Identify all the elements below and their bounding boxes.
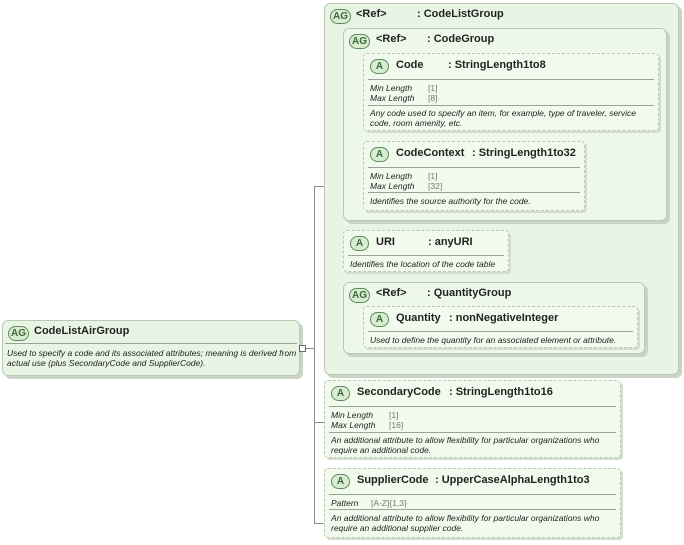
divider <box>329 509 616 510</box>
attribute-icon: A <box>331 474 350 489</box>
divider <box>329 406 616 407</box>
attribute-group-icon: AG <box>330 9 351 24</box>
facet-label: Max Length <box>370 93 415 103</box>
code-context-attribute-box[interactable]: A CodeContext : StringLength1to32 Min Le… <box>363 141 585 211</box>
secondary-code-attribute-box[interactable]: A SecondaryCode : StringLength1to16 Min … <box>324 380 621 458</box>
connector-to-secondarycode <box>314 422 324 423</box>
facet-label: Max Length <box>331 420 376 430</box>
facet-label: Min Length <box>370 83 413 93</box>
attribute-type: : StringLength1to8 <box>448 59 546 71</box>
attribute-description: Identifies the source authority for the … <box>370 196 531 206</box>
attribute-type: : nonNegativeInteger <box>449 312 559 324</box>
facet-value: [32] <box>428 181 443 191</box>
attribute-description: Used to define the quantity for an assoc… <box>370 335 617 345</box>
sequence-connector[interactable] <box>299 345 306 352</box>
facet-label: Max Length <box>370 181 415 191</box>
attribute-description: Identifies the location of the code tabl… <box>350 259 496 269</box>
root-name: CodeListAirGroup <box>34 325 130 337</box>
divider <box>368 105 654 106</box>
facet-label: Min Length <box>370 171 413 181</box>
facet-value: [1] <box>428 171 438 181</box>
facet-label: Pattern <box>331 498 359 508</box>
connector-root-h <box>300 348 314 349</box>
facet-value: [1] <box>428 83 438 93</box>
attribute-icon: A <box>350 236 369 251</box>
attribute-name: SupplierCode <box>357 474 429 486</box>
group-name: : CodeListGroup <box>417 8 504 20</box>
attribute-name: Quantity <box>396 312 441 324</box>
code-list-air-group-box[interactable]: AG CodeListAirGroup Used to specify a co… <box>2 320 300 376</box>
attribute-name: URI <box>376 236 395 248</box>
facet-value: [8] <box>428 93 438 103</box>
root-description: Used to specify a code and its associate… <box>7 348 297 368</box>
attribute-group-icon: AG <box>349 288 370 303</box>
divider <box>348 255 504 256</box>
facet-label: Min Length <box>331 410 374 420</box>
facet-value: [A-Z]{1,3} <box>371 498 407 508</box>
facet-value: [1] <box>389 410 399 420</box>
attribute-icon: A <box>331 386 350 401</box>
ref-label: <Ref> <box>376 33 407 45</box>
divider <box>368 331 633 332</box>
attribute-description: An additional attribute to allow flexibi… <box>331 435 600 455</box>
attribute-type: : UpperCaseAlphaLength1to3 <box>435 474 590 486</box>
attribute-description: An additional attribute to allow flexibi… <box>331 513 600 533</box>
uri-attribute-box[interactable]: A URI : anyURI Identifies the location o… <box>343 230 509 272</box>
attribute-group-icon: AG <box>349 34 370 49</box>
attribute-type: : anyURI <box>428 236 473 248</box>
attribute-name: SecondaryCode <box>357 386 441 398</box>
divider <box>368 192 580 193</box>
divider <box>5 343 297 344</box>
connector-to-suppliercode <box>314 523 324 524</box>
divider <box>368 79 654 80</box>
attribute-description: Any code used to specify an item, for ex… <box>370 108 636 128</box>
connector-to-codelistgroup <box>314 186 324 187</box>
connector-trunk <box>314 186 315 523</box>
attribute-name: CodeContext <box>396 147 465 159</box>
attribute-icon: A <box>370 147 389 162</box>
attribute-icon: A <box>370 312 389 327</box>
attribute-group-icon: AG <box>8 326 29 341</box>
divider <box>329 432 616 433</box>
code-attribute-box[interactable]: A Code : StringLength1to8 Min Length [1]… <box>363 53 659 131</box>
group-name: : CodeGroup <box>427 33 495 45</box>
attribute-name: Code <box>396 59 424 71</box>
divider <box>368 167 580 168</box>
facet-value: [16] <box>389 420 404 430</box>
divider <box>329 494 616 495</box>
group-name: : QuantityGroup <box>427 287 512 299</box>
ref-label: <Ref> <box>376 287 407 299</box>
attribute-type: : StringLength1to16 <box>449 386 553 398</box>
attribute-icon: A <box>370 59 389 74</box>
ref-label: <Ref> <box>356 8 387 20</box>
quantity-attribute-box[interactable]: A Quantity : nonNegativeInteger Used to … <box>363 306 638 348</box>
supplier-code-attribute-box[interactable]: A SupplierCode : UpperCaseAlphaLength1to… <box>324 468 621 538</box>
attribute-type: : StringLength1to32 <box>472 147 576 159</box>
